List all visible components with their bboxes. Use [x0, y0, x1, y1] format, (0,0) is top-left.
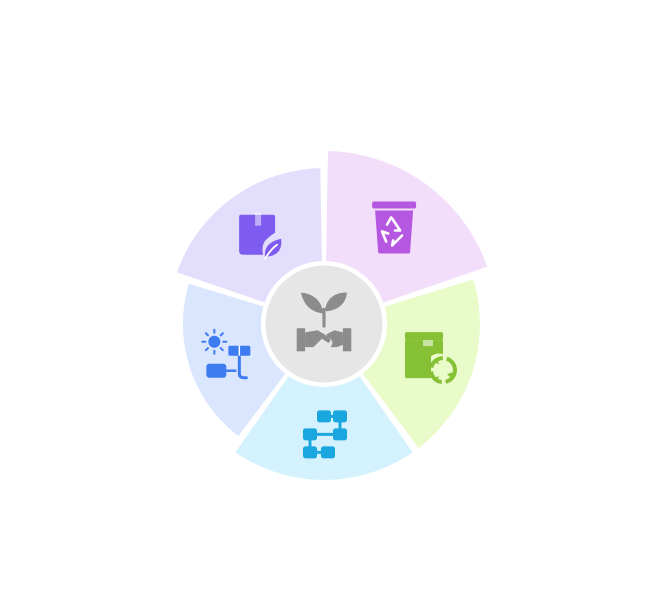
package-leaf-icon — [239, 212, 282, 260]
segment-supply-chain-wedge — [232, 373, 416, 482]
segment-supply-chain — [232, 373, 416, 482]
sustainable-partnership-icon — [296, 292, 352, 352]
segment-renewable-energy-wedge — [180, 281, 289, 439]
recycle-bin-icon — [372, 201, 417, 254]
supply-chain-flow-icon — [303, 410, 347, 459]
center-hub — [262, 262, 386, 386]
segment-green-delivery — [174, 166, 324, 306]
segment-eco-package — [359, 276, 482, 451]
segment-renewable-energy — [180, 281, 289, 439]
solar-ev-charging-icon — [201, 328, 251, 380]
segments-layer — [174, 149, 490, 482]
segment-recycling-bin — [324, 149, 490, 306]
package-recycle-icon — [404, 332, 457, 385]
